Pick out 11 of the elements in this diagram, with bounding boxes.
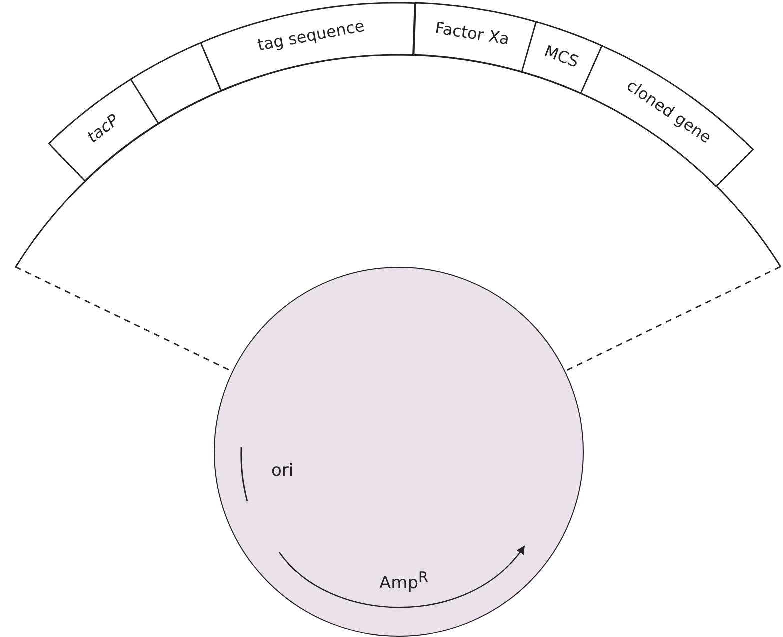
- segment-label: MCS: [542, 43, 581, 70]
- segment-label: tag sequence: [256, 18, 366, 54]
- gene-segment-box: [522, 22, 603, 94]
- feature-label: Amp$^{R}$: [380, 570, 428, 592]
- gene-segment-box: [581, 46, 754, 188]
- segment-box: [131, 42, 222, 124]
- segment-label: Factor Xa: [434, 20, 511, 48]
- gene-segment-box: [414, 3, 537, 72]
- gene-segment-box: [201, 3, 416, 91]
- connector-line: [565, 266, 781, 372]
- feature-label: ori: [272, 463, 294, 480]
